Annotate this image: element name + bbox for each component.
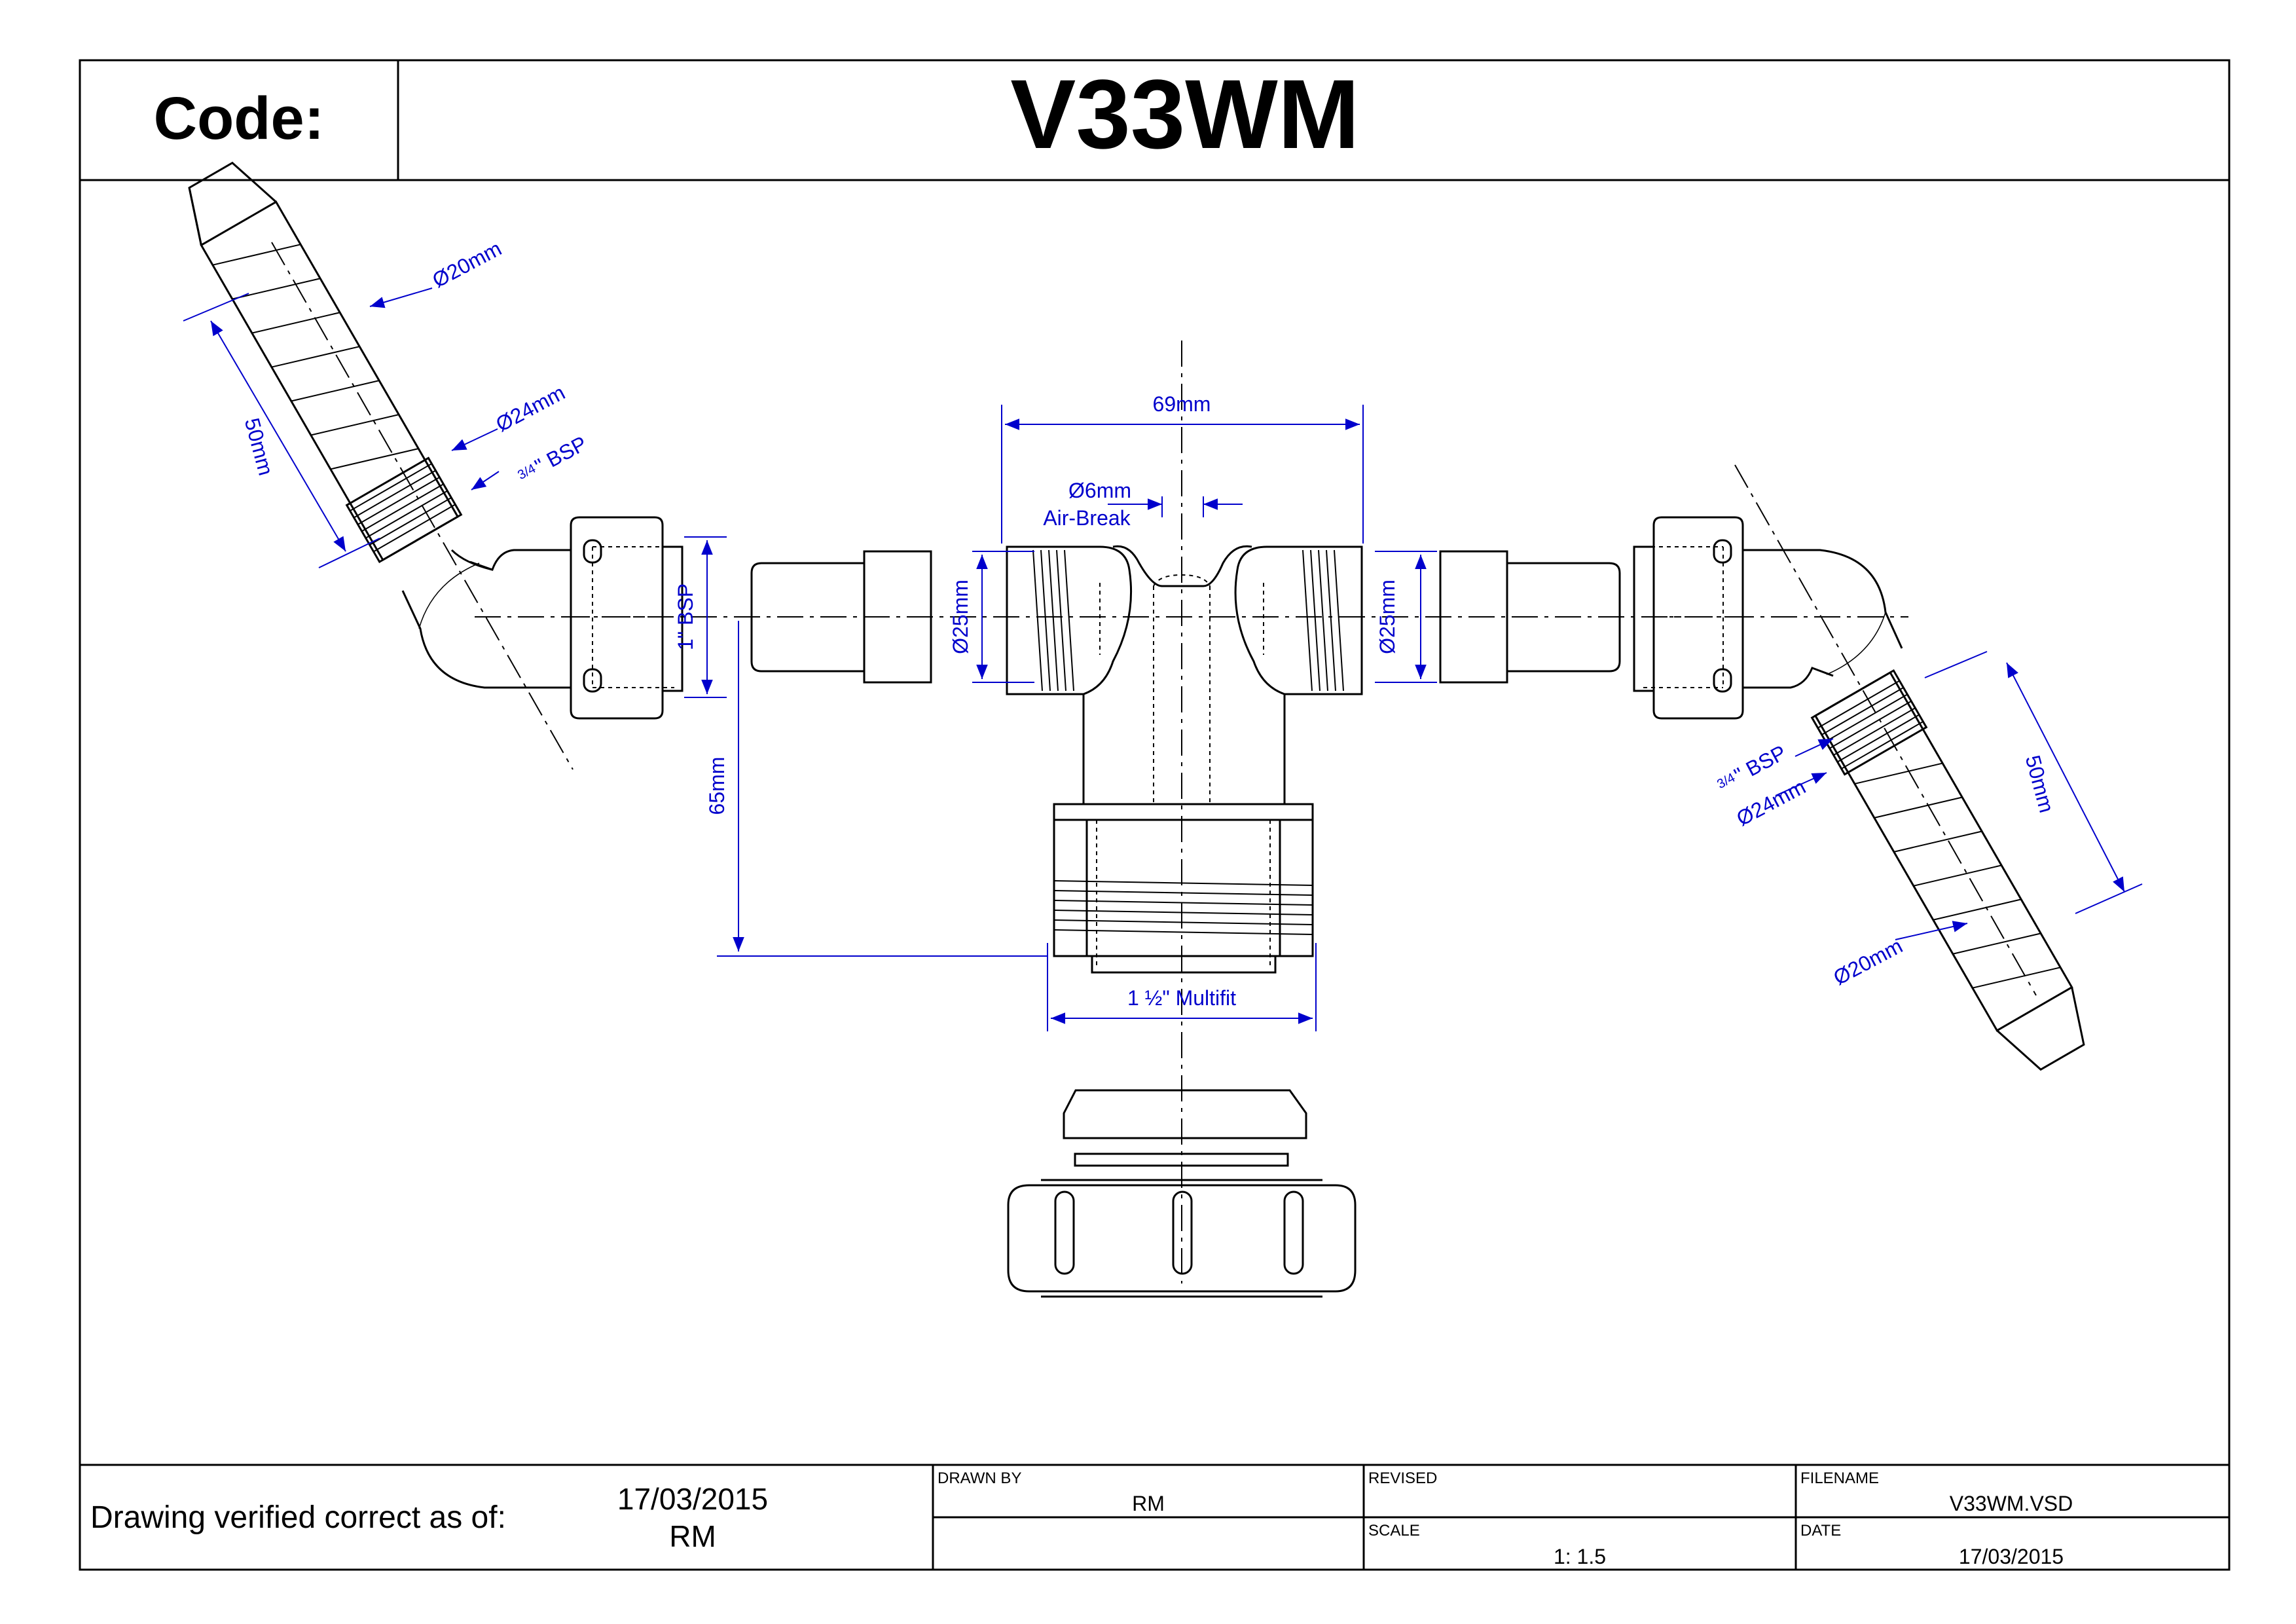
left-nut-hidden — [586, 546, 674, 688]
date-value: 17/03/2015 — [1959, 1545, 2064, 1568]
drawn-by-label: DRAWN BY — [938, 1469, 1021, 1487]
right-nut-hidden — [1643, 546, 1732, 688]
filename-value: V33WM.VSD — [1950, 1492, 2073, 1515]
scale-value: 1: 1.5 — [1554, 1545, 1606, 1568]
left-elbow — [401, 549, 571, 689]
product-code: V33WM — [1010, 59, 1359, 169]
dim-right-hose-length: 50mm — [2021, 753, 2059, 815]
title-block: Drawing verified correct as of: 17/03/20… — [90, 1469, 2073, 1568]
dimension-labels: 69mm Ø6mm Air-Break Ø25mm Ø25mm 1" BSP 6… — [240, 236, 2059, 1010]
code-label: Code: — [154, 85, 325, 152]
title-block-grid — [932, 1465, 2229, 1570]
dim-left-hose-mid-dia: Ø24mm — [492, 380, 568, 436]
hidden-lines — [1096, 574, 1271, 969]
dim-air-break-dia: Ø6mm — [1068, 479, 1131, 502]
dim-body-height: 65mm — [705, 757, 729, 815]
dimension-lines — [183, 287, 2143, 1031]
right-hose — [1810, 669, 2085, 1071]
dim-body-width: 69mm — [1153, 392, 1211, 416]
right-spigot — [1439, 550, 1621, 684]
right-elbow — [1743, 549, 1903, 689]
thread-marks — [1032, 549, 1344, 935]
dim-right-inlet-dia: Ø25mm — [1376, 580, 1399, 654]
drawing-frame — [79, 59, 2231, 1571]
dim-outlet: 1 ½" Multifit — [1127, 986, 1236, 1010]
dim-left-hose-end-dia: Ø20mm — [428, 236, 505, 292]
dim-air-break-label: Air-Break — [1043, 506, 1131, 530]
right-nut — [1633, 516, 1744, 720]
scale-label: SCALE — [1368, 1522, 1420, 1540]
dim-left-inlet-dia: Ø25mm — [949, 580, 972, 654]
verified-by: RM — [669, 1519, 716, 1553]
filename-label: FILENAME — [1800, 1469, 1879, 1487]
left-spigot — [750, 550, 932, 684]
dim-nut-thread: 1" BSP — [674, 583, 697, 650]
date-label: DATE — [1800, 1522, 1841, 1540]
verified-date: 17/03/2015 — [617, 1482, 768, 1516]
revised-label: REVISED — [1368, 1469, 1437, 1487]
central-body — [1006, 545, 1363, 1298]
drawn-by-value: RM — [1132, 1492, 1165, 1515]
verified-label: Drawing verified correct as of: — [90, 1500, 506, 1535]
dim-right-hose-end-dia: Ø20mm — [1829, 934, 1906, 989]
dim-left-hose-thread-unit: " BSP — [531, 432, 591, 478]
dim-right-hose-thread-unit: " BSP — [1730, 741, 1790, 787]
